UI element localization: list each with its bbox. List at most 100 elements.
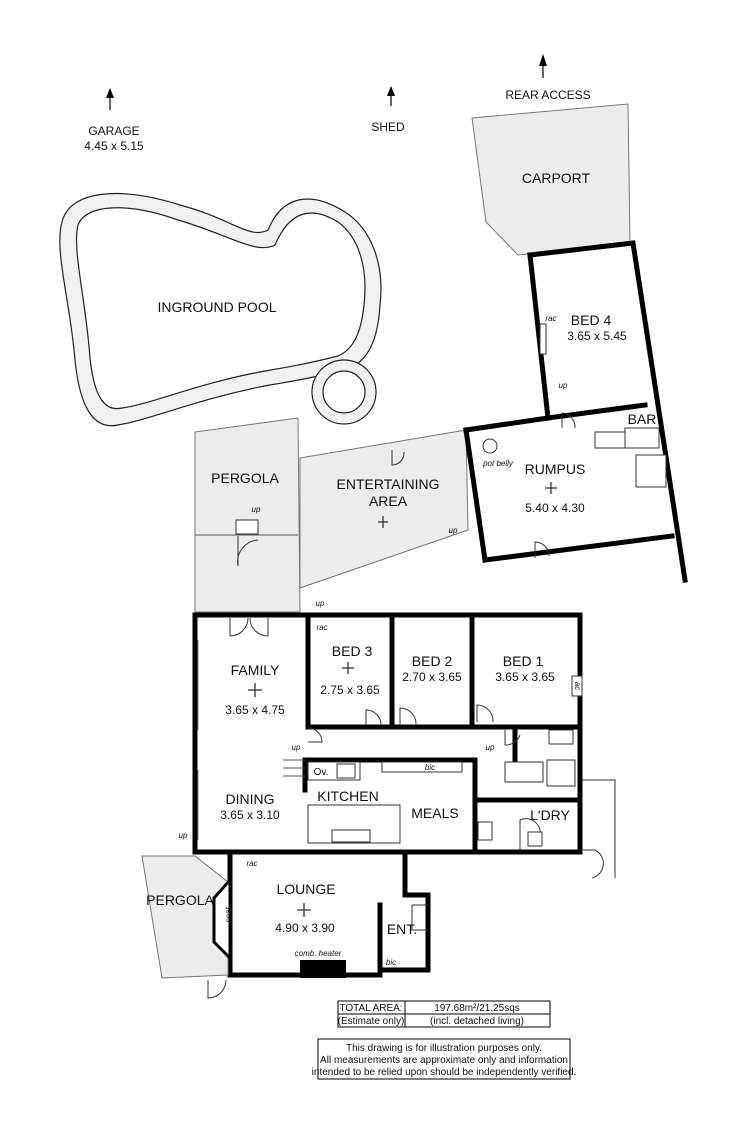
family-door-right [249,617,269,637]
rumpus-shower [635,454,667,488]
entertaining-door [391,450,405,466]
entry-label: ENT. [387,921,417,937]
dining-steps [283,759,305,777]
inground-pool [59,192,382,427]
carport-label: CARPORT [522,170,591,186]
bed1-door [476,704,494,723]
entertaining-fan-icon [378,516,388,528]
cooktop-icon [336,763,356,779]
up-marker: up [252,505,261,514]
lounge-dims: 4.90 x 3.90 [275,921,335,935]
family-up: up [316,599,325,608]
garage-arrow [106,88,114,110]
bed3-fan-icon [342,662,354,674]
shed-label: SHED [371,120,405,134]
lounge-label: LOUNGE [276,881,335,897]
rear-pergola-area [194,417,301,613]
comb-heater-label: comb. heater [295,949,342,958]
lounge-rac: rac [246,859,257,868]
bath-up: up [486,743,495,752]
area-label-1: TOTAL AREA: [339,1003,402,1014]
family-label: FAMILY [231,662,280,678]
laundry-tub [527,831,543,847]
lounge-fan-icon [297,903,311,917]
shower [546,759,576,787]
entry-bic: bic [386,958,396,967]
pantry-bic-label: bic [425,763,435,772]
rear-access-label: REAR ACCESS [505,88,590,102]
bed4-door [561,412,576,429]
dining-up: up [292,743,301,752]
rumpus-up: up [449,526,458,535]
area-label-2: (Estimate only) [338,1016,405,1027]
bath-tub [504,761,544,783]
pergola-door-swing [237,536,259,567]
bar-bench [624,427,660,449]
bed4-dims: 3.65 x 5.45 [567,329,627,343]
wc-toilet [477,821,493,841]
bed4-rac: rac [545,314,556,323]
pot-belly-label: pot belly [482,459,514,468]
garage-dims: 4.45 x 5.15 [84,139,144,153]
detached-living-walls [463,240,688,583]
disclaimer-line-3: intended to be relied upon should be ind… [312,1067,577,1078]
kitchen-label: KITCHEN [317,788,378,804]
oven-label: Ov. [314,767,329,778]
ac-unit [571,675,583,697]
front-pergola-label: PERGOLA [146,892,214,908]
pool-label: INGROUND POOL [157,299,276,315]
bar-counter [594,431,626,449]
bed1-dims: 3.65 x 3.65 [495,670,555,684]
family-door-left [229,617,249,637]
disclaimer-box: This drawing is for illustration purpose… [312,1038,577,1080]
disclaimer-line-2: All measurements are approximate only an… [320,1055,568,1066]
combustion-heater [300,960,346,978]
pot-belly-heater-icon [482,438,498,454]
front-pergola-door [207,979,227,999]
area-value-1: 197.68m²/21.25sqs [434,1003,520,1014]
rumpus-door [534,541,550,558]
family-rac: rac [316,623,327,632]
bath-door [504,730,521,746]
bed4-up: up [559,381,568,390]
bed2-label: BED 2 [412,653,453,669]
bed2-door [399,707,417,726]
dining-label: DINING [226,791,275,807]
main-house-walls [192,612,583,978]
entertaining-label-2: AREA [369,493,408,509]
family-inner-door [307,727,323,743]
bay-window [212,876,232,962]
bed3-dims: 2.75 x 3.65 [320,683,380,697]
ac-label: ac [573,682,582,690]
seat-label: seat [224,907,233,923]
rear-pergola-label: PERGOLA [211,470,279,486]
bar-label: BAR [628,411,657,427]
bed3-door [365,709,382,726]
laundry-label: L'DRY [530,807,570,823]
rumpus-fan-icon [545,482,557,494]
rumpus-dims: 5.40 x 4.30 [525,501,585,515]
disclaimer-line-1: This drawing is for illustration purpose… [346,1043,542,1054]
entertaining-label-1: ENTERTAINING [337,476,440,492]
dining-dims: 3.65 x 3.10 [220,808,280,822]
family-fan-icon [248,683,262,697]
bed4-label: BED 4 [571,312,612,328]
shed-arrow [387,86,395,106]
entry-porch [411,904,428,931]
bed3-label: BED 3 [332,643,373,659]
rumpus-label: RUMPUS [525,461,586,477]
pergola-steps [235,519,259,535]
kitchen-sink-icon [331,829,371,843]
bed2-dims: 2.70 x 3.65 [402,670,462,684]
laundry-awning [582,779,616,878]
family-dims: 3.65 x 4.75 [225,703,285,717]
laundry-ext-door [580,849,604,879]
pantry-bic [381,761,463,773]
bed4-robe [539,323,547,355]
front-pergola-up: up [179,831,188,840]
area-table: TOTAL AREA: 197.68m²/21.25sqs (Estimate … [337,1000,551,1028]
vanity [548,729,574,745]
meals-label: MEALS [411,805,458,821]
bed1-label: BED 1 [503,653,544,669]
